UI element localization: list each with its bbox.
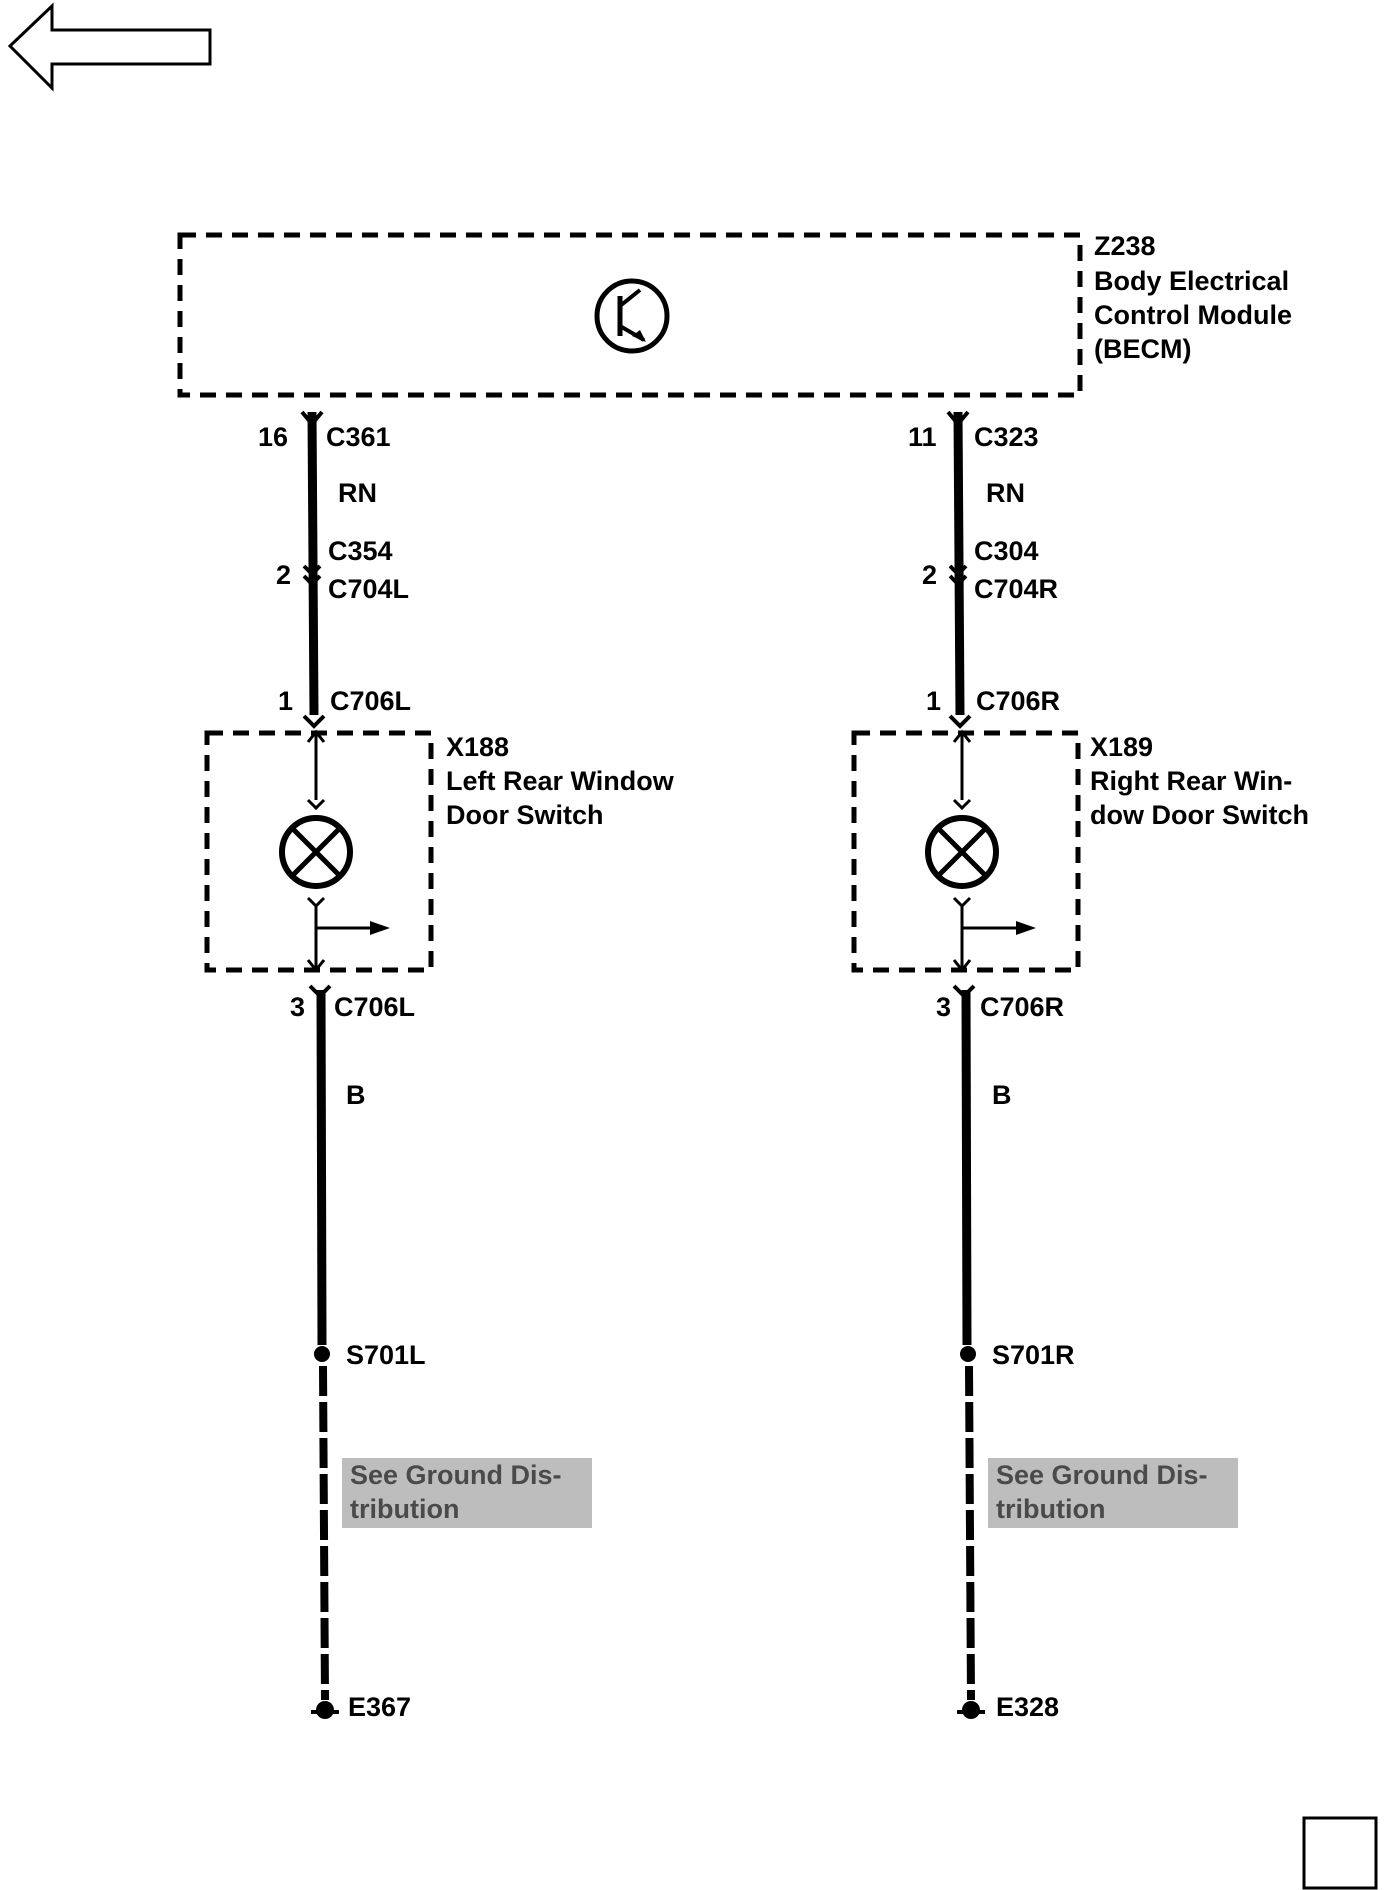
right-switch-arrow-icon <box>962 921 1036 935</box>
left-switch-arrow-icon <box>316 921 390 935</box>
right-module-pin: 11 <box>908 422 937 452</box>
right-circuit: 11 C323 RN C304 2 C704R 1 C706R X189 Rig… <box>851 410 1309 1722</box>
right-upper-wire <box>953 411 965 716</box>
right-switch-name-line2: dow Door Switch <box>1090 800 1309 830</box>
right-switch-in-connector-mark <box>948 714 972 729</box>
module-box <box>177 232 1083 398</box>
right-module-connector-mark <box>946 410 970 428</box>
right-ground-wire <box>965 1365 975 1701</box>
module-name-line2: Control Module <box>1094 300 1292 330</box>
left-wire-color-top: RN <box>338 478 377 508</box>
module-id: Z238 <box>1094 231 1156 261</box>
left-wire-color-bottom: B <box>346 1080 366 1110</box>
right-ground: E328 <box>996 1692 1059 1722</box>
right-ground-reference-box[interactable] <box>988 1458 1238 1528</box>
left-switch-in-pin: 1 <box>278 686 293 716</box>
left-switch-box <box>204 730 434 973</box>
right-switch-out-connector: C706R <box>980 992 1064 1022</box>
left-switch-id: X188 <box>446 732 509 762</box>
right-switch-in-pin: 1 <box>926 686 941 716</box>
module-name-line3: (BECM) <box>1094 334 1191 364</box>
left-splice: S701L <box>346 1340 426 1370</box>
right-lower-wire <box>961 989 972 1346</box>
left-ground: E367 <box>348 1692 411 1722</box>
left-module-connector: C361 <box>326 422 391 452</box>
right-switch-out-pin: 3 <box>936 992 951 1022</box>
left-switch-name-line2: Door Switch <box>446 800 604 830</box>
left-switch-name-line1: Left Rear Window <box>446 766 675 796</box>
right-switch-in-connector: C706R <box>976 686 1060 716</box>
right-wire-color-bottom: B <box>992 1080 1012 1110</box>
left-lower-wire <box>316 989 327 1346</box>
transistor-icon <box>594 278 670 354</box>
left-switch-out-connector: C706L <box>334 992 415 1022</box>
left-ground-icon <box>311 1701 339 1719</box>
right-switch-box <box>851 730 1081 973</box>
left-ground-reference-box[interactable] <box>342 1458 592 1528</box>
right-inline-connector-a: C304 <box>974 536 1039 566</box>
left-circuit: 16 C361 RN C354 2 C704L 1 C706L X188 Lef… <box>204 410 675 1722</box>
left-switch-in-connector: C706L <box>330 686 411 716</box>
left-module-pin: 16 <box>258 422 288 452</box>
back-arrow-icon[interactable] <box>7 2 212 92</box>
left-ground-wire <box>319 1365 329 1701</box>
right-splice-dot <box>960 1346 976 1362</box>
right-switch-name-line1: Right Rear Win- <box>1090 766 1292 796</box>
right-splice: S701R <box>992 1340 1075 1370</box>
left-upper-wire <box>307 411 319 716</box>
right-ground-icon <box>957 1701 985 1719</box>
right-inline-connector-mark <box>948 564 968 587</box>
left-inline-pin: 2 <box>276 560 291 590</box>
left-switch-in-connector-mark <box>302 714 326 729</box>
right-switch-id: X189 <box>1090 732 1153 762</box>
right-ground-reference-line2[interactable]: tribution <box>996 1494 1105 1524</box>
left-switch-out-pin: 3 <box>290 992 305 1022</box>
left-ground-reference-line2[interactable]: tribution <box>350 1494 459 1524</box>
left-lamp-icon <box>279 815 353 889</box>
square-outline-icon[interactable] <box>1302 1816 1378 1890</box>
left-inline-connector-mark <box>302 564 322 587</box>
right-inline-connector-b: C704R <box>974 574 1058 604</box>
left-module-connector-mark <box>300 410 324 428</box>
left-inline-connector-a: C354 <box>328 536 393 566</box>
right-inline-pin: 2 <box>922 560 937 590</box>
right-lamp-icon <box>925 815 999 889</box>
right-ground-reference-line1[interactable]: See Ground Dis- <box>996 1460 1208 1490</box>
left-ground-reference-line1[interactable]: See Ground Dis- <box>350 1460 562 1490</box>
module-name-line1: Body Electrical <box>1094 266 1289 296</box>
left-inline-connector-b: C704L <box>328 574 409 604</box>
right-module-connector: C323 <box>974 422 1039 452</box>
right-wire-color-top: RN <box>986 478 1025 508</box>
left-splice-dot <box>314 1346 330 1362</box>
